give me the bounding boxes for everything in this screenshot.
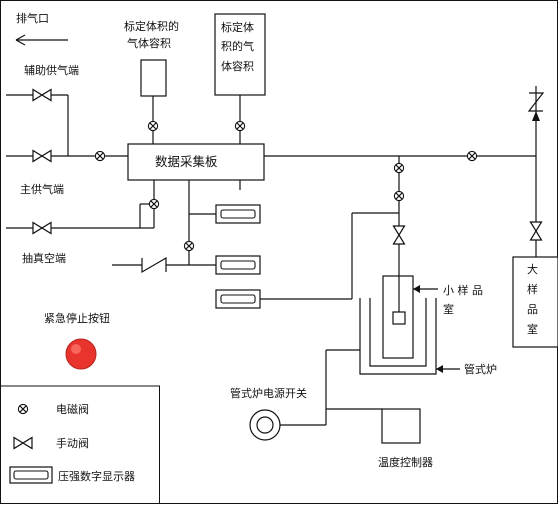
- daq-board-label: 数据采集板: [155, 154, 218, 169]
- vacuum-check-valve: [112, 256, 167, 274]
- legend-manual-label: 手动阀: [56, 436, 89, 450]
- vacuum-manual-valve[interactable]: [32, 221, 52, 235]
- large-chamber-label-4: 室: [527, 322, 538, 336]
- small-chamber-solenoid-valve-2[interactable]: [393, 190, 405, 202]
- large-chamber-label-2: 样: [527, 282, 538, 296]
- pressure-gauge-3: [215, 289, 261, 309]
- furnace-power-switch[interactable]: [249, 409, 281, 441]
- supply-pipes: [6, 94, 128, 157]
- calib-volume-large-line2: 积的气: [221, 39, 254, 53]
- exhaust-arrow-icon: [15, 34, 26, 46]
- large-chamber-arrow-icon: [532, 111, 540, 121]
- main-supply-label: 主供气端: [20, 182, 64, 196]
- calib-volume-large-line1: 标定体: [221, 20, 254, 34]
- large-chamber-manual-valve[interactable]: [529, 221, 543, 241]
- vacuum-pipe: [6, 203, 154, 229]
- legend-solenoid-icon: [17, 403, 29, 415]
- legend-solenoid-label: 电磁阀: [56, 402, 89, 416]
- aux-supply-label: 辅助供气端: [24, 63, 79, 77]
- pressure-gauge-1: [215, 204, 261, 224]
- legend: 电磁阀 手动阀 压强数字显示器: [0, 385, 160, 504]
- small-chamber-manual-valve[interactable]: [392, 225, 406, 245]
- aux-supply-manual-valve[interactable]: [32, 88, 52, 102]
- tube-furnace-label: 管式炉: [464, 362, 497, 376]
- pressure-gauge-2: [215, 255, 261, 275]
- main-supply-manual-valve[interactable]: [32, 149, 52, 163]
- large-sample-chamber: [512, 256, 558, 348]
- calib-volume-small-line2: 气体容积: [127, 36, 171, 50]
- vacuum-port-label: 抽真空端: [22, 251, 66, 265]
- calib-volume-small-line1: 标定体积的: [124, 19, 179, 33]
- exhaust-port: 排气口: [15, 11, 68, 46]
- small-chamber-solenoid-valve-1[interactable]: [393, 162, 405, 174]
- vacuum-solenoid-valve[interactable]: [148, 198, 160, 210]
- tube-furnace: [359, 298, 437, 375]
- calib-small-solenoid-valve[interactable]: [147, 120, 159, 132]
- tube-furnace-arrow-icon: [436, 365, 443, 373]
- large-chamber-label-1: 大: [527, 262, 538, 276]
- legend-gauge-label: 压强数字显示器: [58, 469, 135, 483]
- small-chamber-arrow-icon: [413, 285, 420, 293]
- large-chamber-solenoid-valve[interactable]: [466, 150, 478, 162]
- temp-controller-label: 温度控制器: [378, 455, 433, 469]
- calib-volume-large-line3: 体容积: [221, 59, 254, 73]
- emergency-stop-button[interactable]: [65, 338, 97, 370]
- emergency-stop-highlight: [71, 344, 81, 354]
- small-chamber-label-2: 室: [443, 302, 454, 316]
- calib-large-solenoid-valve[interactable]: [234, 120, 246, 132]
- emergency-stop-label: 紧急停止按钮: [44, 311, 110, 325]
- main-supply-solenoid-valve[interactable]: [94, 150, 106, 162]
- legend-manual-valve-icon: [13, 436, 33, 450]
- daq-board: [127, 143, 265, 181]
- furnace-power-switch-label: 管式炉电源开关: [230, 386, 307, 400]
- sample-holder: [392, 311, 406, 325]
- large-chamber-label-3: 品: [527, 303, 538, 316]
- exhaust-port-label: 排气口: [16, 11, 49, 25]
- small-chamber-label-1: 小 样 品: [443, 283, 483, 297]
- gauge-solenoid-valve[interactable]: [183, 240, 195, 252]
- temp-controller: [381, 408, 421, 444]
- calib-volume-small-tank: [140, 59, 167, 97]
- calib-volume-large-tank: [214, 13, 266, 96]
